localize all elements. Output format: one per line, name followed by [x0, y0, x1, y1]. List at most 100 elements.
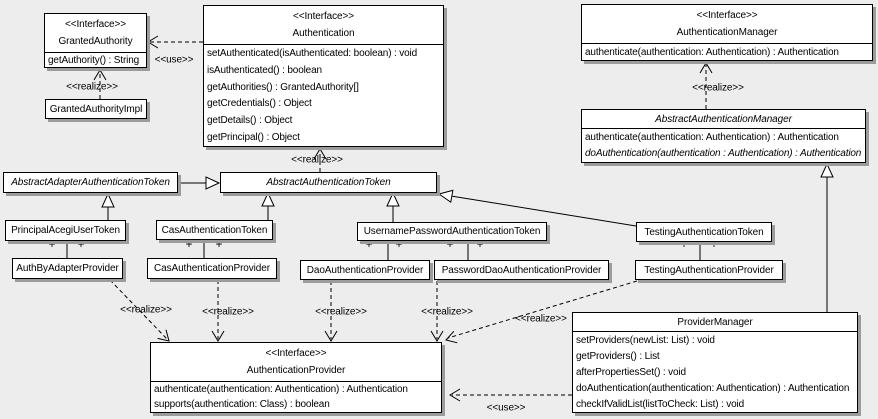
hollow-triangle-arrow-adapter-token	[205, 176, 221, 190]
granted-authority-interface-stereotype: <<Interface>>	[65, 19, 126, 31]
hollow-triangle-arrow-provider-manager	[820, 162, 834, 178]
provider-manager-class-method-1: getProviders() : List	[576, 350, 660, 362]
generalization-testing-token-to-abstract-token	[450, 195, 637, 227]
multiplicity-plus-5: +	[395, 237, 402, 251]
testing-authentication-token-class-title: TestingAuthenticationToken	[644, 226, 764, 238]
authentication-provider-interface-methods: authenticate(authentication: Authenticat…	[151, 381, 441, 412]
authentication-provider-interface-stereotype: <<Interface>>	[265, 348, 327, 360]
multiplicity-plus-4: +	[365, 237, 372, 251]
abstract-adapter-authentication-token-class-title: AbstractAdapterAuthenticationToken	[11, 177, 170, 188]
granted-authority-interface-title: GrantedAuthority	[58, 35, 133, 47]
realize-testing-provider	[447, 280, 638, 339]
provider-manager-class-title: ProviderManager	[677, 316, 753, 328]
edge-label-realize-authentication-manager: <<realize>>	[692, 82, 744, 94]
abstract-authentication-manager-class-title: AbstractAuthenticationManager	[655, 113, 792, 125]
granted-authority-interface: <<Interface>> GrantedAuthority getAuthorit…	[44, 13, 147, 68]
authentication-interface-method-5: getPrincipal() : Object	[207, 132, 300, 144]
authentication-provider-interface-title: AuthenticationProvider	[246, 364, 346, 376]
multiplicity-plus-3: +	[215, 237, 222, 251]
multiplicity-plus-7: +	[476, 237, 483, 251]
testing-authentication-provider-class-title: TestingAuthenticationProvider	[644, 264, 774, 276]
authentication-manager-interface-method-0: authenticate(authentication: Authenticat…	[585, 46, 839, 58]
edge-label-realize-dao: <<realize>>	[315, 306, 367, 318]
open-arrow-use-provider-manager	[449, 388, 461, 402]
provider-manager-class-method-4: checkIfValidList(listToCheck: List) : vo…	[576, 398, 745, 410]
authentication-manager-interface-title: AuthenticationManager	[676, 26, 778, 38]
hollow-triangle-arrow-cas-token	[261, 191, 275, 207]
open-arrow-realize-passworddao	[430, 330, 444, 342]
dao-authentication-provider-class: DaoAuthenticationProvider	[300, 260, 430, 280]
provider-manager-class-method-0: setProviders(newList: List) : void	[576, 334, 715, 346]
authentication-interface-method-0: setAuthenticated(isAuthenticated: boolea…	[207, 47, 418, 59]
testing-authentication-provider-class: TestingAuthenticationProvider	[635, 260, 783, 280]
authentication-interface-title: Authentication	[292, 27, 355, 39]
open-arrow-realize-granted-authority	[93, 69, 107, 81]
abstract-authentication-manager-class-method-0: authenticate(authentication: Authenticat…	[585, 131, 839, 143]
authentication-interface-method-3: getCredentials() : Object	[207, 98, 312, 110]
username-password-authentication-token-class-title: UsernamePasswordAuthenticationToken	[363, 226, 541, 237]
provider-manager-class: ProviderManager setProviders(newList: Lis…	[572, 312, 858, 413]
authentication-interface-method-4: getDetails() : Object	[207, 115, 293, 127]
authentication-manager-interface: <<Interface>> AuthenticationManager authen…	[581, 4, 873, 61]
granted-authority-interface-methods: getAuthority() : String	[45, 52, 146, 67]
abstract-adapter-authentication-token-class: AbstractAdapterAuthenticationToken	[3, 172, 178, 193]
principal-acegi-user-token-class-title: PrincipalAcegiUserToken	[11, 225, 120, 236]
granted-authority-impl-class: GrantedAuthorityImpl	[45, 99, 147, 119]
dao-authentication-provider-class-title: DaoAuthenticationProvider	[306, 264, 424, 276]
authentication-provider-interface: <<Interface>> AuthenticationProvider authe…	[150, 342, 442, 413]
abstract-authentication-manager-class-method-1: doAuthentication(authentication : Authen…	[585, 148, 862, 160]
multiplicity-plus-6: +	[446, 237, 453, 251]
testing-authentication-token-class: TestingAuthenticationToken	[636, 222, 772, 242]
edge-label-realize-granted-authority: <<realize>>	[66, 81, 118, 93]
password-dao-authentication-provider-class: PasswordDaoAuthenticationProvider	[434, 260, 609, 280]
edge-label-realize-authby: <<realize>>	[120, 304, 172, 316]
granted-authority-interface-method-0: getAuthority() : String	[48, 54, 140, 66]
auth-by-adapter-provider-class: AuthByAdapterProvider	[12, 258, 123, 279]
auth-by-adapter-provider-class-title: AuthByAdapterProvider	[16, 263, 119, 274]
granted-authority-impl-class-title: GrantedAuthorityImpl	[49, 103, 143, 115]
abstract-authentication-manager-class-methods: authenticate(authentication: Authenticat…	[582, 128, 865, 162]
authentication-interface-method-2: getAuthorities() : GrantedAuthority[]	[207, 81, 359, 93]
multiplicity-plus-9: +	[710, 237, 717, 251]
principal-acegi-user-token-class: PrincipalAcegiUserToken	[5, 220, 126, 241]
cas-authentication-provider-class-title: CasAuthenticationProvider	[154, 263, 270, 274]
multiplicity-plus-2: +	[185, 237, 192, 251]
username-password-authentication-token-class: UsernamePasswordAuthenticationToken	[357, 222, 547, 241]
cas-authentication-token-class: CasAuthenticationToken	[156, 220, 273, 240]
hollow-triangle-arrow-testing-token	[437, 189, 454, 204]
authentication-manager-interface-methods: authenticate(authentication: Authenticat…	[582, 43, 872, 60]
authentication-provider-interface-method-0: authenticate(authentication: Authenticat…	[154, 384, 408, 395]
open-arrow-realize-authentication	[313, 148, 327, 160]
edge-label-realize-authentication: <<realize>>	[291, 154, 343, 166]
abstract-authentication-token-class-title: AbstractAuthenticationToken	[266, 177, 391, 188]
edge-label-realize-cas: <<realize>>	[202, 306, 254, 318]
hollow-triangle-arrow-upa-token	[386, 191, 400, 207]
multiplicity-plus-8: +	[680, 237, 687, 251]
provider-manager-class-method-3: doAuthentication(authentication: Authent…	[576, 382, 850, 394]
provider-manager-class-method-2: afterPropertiesSet() : void	[576, 366, 686, 378]
cas-authentication-provider-class: CasAuthenticationProvider	[147, 258, 277, 279]
open-arrow-realize-testing	[445, 331, 458, 344]
password-dao-authentication-provider-class-title: PasswordDaoAuthenticationProvider	[441, 264, 602, 276]
abstract-authentication-token-class: AbstractAuthenticationToken	[220, 172, 437, 193]
multiplicity-plus-0: +	[48, 237, 55, 251]
authentication-interface-method-1: isAuthenticated() : boolean	[207, 64, 322, 76]
authentication-manager-interface-stereotype: <<Interface>>	[696, 10, 758, 22]
authentication-interface-stereotype: <<Interface>>	[293, 11, 354, 23]
abstract-authentication-manager-class: AbstractAuthenticationManager authenticat…	[581, 109, 866, 163]
multiplicity-plus-1: +	[77, 237, 84, 251]
cas-authentication-token-class-title: CasAuthenticationToken	[161, 224, 268, 236]
open-arrow-realize-dao	[324, 330, 338, 342]
edge-label-realize-testing: <<realize>>	[515, 313, 567, 325]
edge-label-use-provider-manager: <<use>>	[486, 402, 526, 414]
edge-label-use-granted-authority: <<use>>	[154, 54, 194, 66]
provider-manager-class-methods: setProviders(newList: List) : void getPro…	[573, 331, 857, 412]
open-arrow-realize-authentication-manager	[699, 62, 713, 74]
authentication-interface-methods: setAuthenticated(isAuthenticated: boolea…	[204, 44, 443, 146]
open-arrow-realize-authby	[157, 329, 170, 342]
authentication-interface: <<Interface>> Authentication setAuthentica…	[203, 5, 444, 147]
open-arrow-realize-cas	[211, 330, 225, 342]
hollow-triangle-arrow-principal-token	[101, 192, 115, 208]
